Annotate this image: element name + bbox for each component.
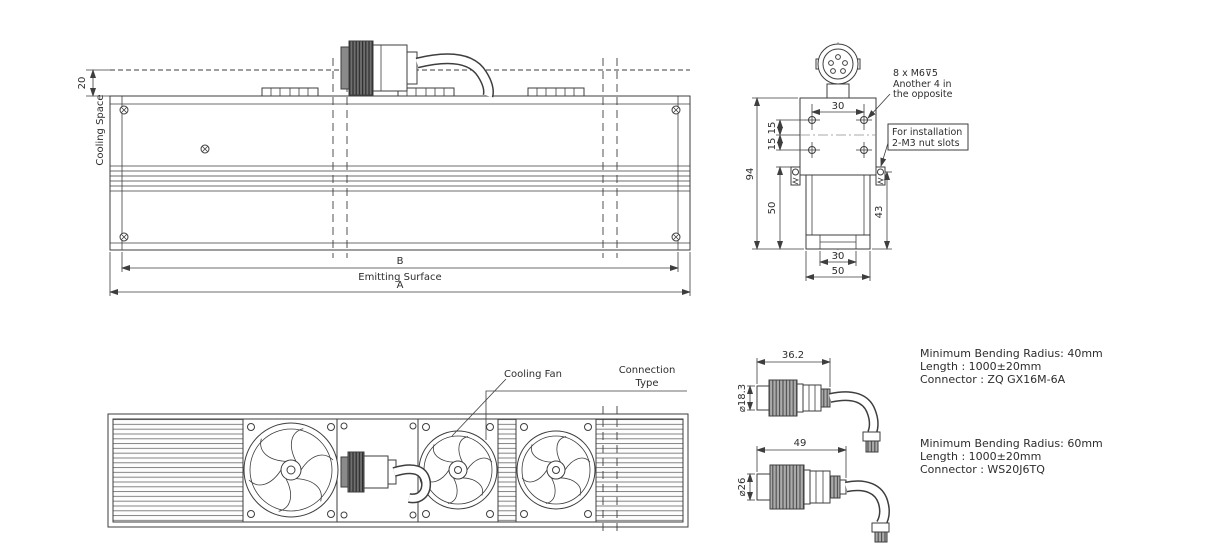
dim-30-bottom: 30 bbox=[819, 251, 857, 266]
dim-50-left: 50 bbox=[767, 166, 791, 250]
label-cooling-fan: Cooling Fan bbox=[451, 369, 562, 437]
cooling-fan-2 bbox=[418, 423, 498, 518]
screw bbox=[200, 144, 210, 154]
dim-49-text: 49 bbox=[794, 438, 807, 449]
spec1-line3: Connector : ZQ GX16M-6A bbox=[920, 373, 1066, 386]
connector-detail-1: 36.2 ⌀18.3 Minimum Bending Radius: 40mm … bbox=[737, 347, 1103, 453]
dim-20-text: 20 bbox=[77, 77, 88, 90]
dim-a-text: A bbox=[397, 280, 404, 291]
break-lines bbox=[332, 58, 618, 258]
spec1-line1: Minimum Bending Radius: 40mm bbox=[920, 347, 1103, 360]
base-rail bbox=[805, 234, 871, 250]
connector-body bbox=[756, 379, 831, 417]
bottom-view: Cooling Fan Connection Type bbox=[107, 365, 689, 535]
connector-body bbox=[756, 464, 847, 510]
m6-hole bbox=[856, 142, 872, 158]
m6-hole bbox=[804, 104, 820, 130]
screw bbox=[671, 232, 681, 242]
cooling-fan-3 bbox=[516, 423, 596, 518]
screw bbox=[671, 105, 681, 115]
dim-49: 49 bbox=[756, 438, 847, 478]
m6-hole bbox=[804, 142, 820, 158]
dim-diameter-26: ⌀26 bbox=[737, 473, 755, 501]
dim-43: 43 bbox=[872, 171, 892, 250]
dim-43-text: 43 bbox=[874, 206, 885, 219]
spec2-line2: Length : 1000±20mm bbox=[920, 450, 1041, 463]
bottom-cable-connector bbox=[340, 422, 432, 519]
dim-50-bottom: 50 bbox=[805, 251, 871, 281]
dim-30-bottom-text: 30 bbox=[832, 251, 845, 262]
cooling-fan-label: Cooling Fan bbox=[504, 369, 562, 380]
top-cable-connector bbox=[340, 40, 494, 98]
end-view: 30 94 bbox=[745, 42, 969, 281]
connector-detail-2: 49 ⌀26 Minimum Bending Radius: 60mm Leng… bbox=[737, 437, 1103, 543]
dim-36-2-text: 36.2 bbox=[782, 350, 804, 361]
top-terminal-block bbox=[261, 87, 319, 97]
spec1-line2: Length : 1000±20mm bbox=[920, 360, 1041, 373]
dim-b-text: B bbox=[397, 256, 404, 267]
screw bbox=[119, 105, 129, 115]
top-connector-front bbox=[815, 43, 861, 99]
dim-50-left-text: 50 bbox=[767, 202, 778, 215]
end-body-lower bbox=[805, 174, 871, 236]
dim-18-3-text: ⌀18.3 bbox=[737, 384, 748, 412]
cooling-space-label: Cooling Space bbox=[95, 94, 106, 165]
cooling-fan-1 bbox=[243, 422, 339, 518]
dim-30-top: 30 bbox=[811, 101, 865, 115]
spec2-line1: Minimum Bending Radius: 60mm bbox=[920, 437, 1103, 450]
connection-type-label-line1: Connection bbox=[619, 365, 676, 376]
spec-text-2: Minimum Bending Radius: 60mm Length : 10… bbox=[920, 437, 1103, 476]
dim-15b-text: 15 bbox=[767, 138, 778, 151]
dim-diameter-18-3: ⌀18.3 bbox=[737, 384, 755, 412]
cable bbox=[844, 480, 890, 543]
dim-94-text: 94 bbox=[745, 168, 756, 181]
dim-a: A bbox=[109, 252, 691, 296]
note-slots-line2: 2-M3 nut slots bbox=[892, 138, 960, 149]
dim-cooling-space: 20 Cooling Space bbox=[77, 69, 110, 166]
dim-50-bottom-text: 50 bbox=[832, 266, 845, 277]
mounting-ear-right bbox=[875, 166, 886, 186]
side-view: 20 Cooling Space B Emitting Surface A bbox=[77, 40, 691, 296]
note-m6-line1: 8 x M6⊽5 bbox=[893, 68, 938, 79]
m6-hole bbox=[856, 104, 872, 130]
top-terminal-block bbox=[527, 87, 585, 97]
break-lines bbox=[602, 406, 618, 535]
label-connection-type: Connection Type bbox=[485, 365, 687, 440]
emitting-surface-label: Emitting Surface bbox=[358, 272, 441, 283]
dim-36-2: 36.2 bbox=[756, 350, 831, 387]
dim-26-text: ⌀26 bbox=[737, 478, 748, 497]
note-slots-line1: For installation bbox=[892, 127, 962, 138]
dim-emitting-surface: B Emitting Surface bbox=[121, 252, 679, 283]
note-m6-line3: the opposite bbox=[893, 89, 953, 100]
dim-15-lower: 15 bbox=[767, 134, 804, 151]
spec-text-1: Minimum Bending Radius: 40mm Length : 10… bbox=[920, 347, 1103, 386]
side-body bbox=[109, 95, 691, 251]
mounting-ear-left bbox=[790, 166, 801, 186]
screw bbox=[119, 232, 129, 242]
cable bbox=[828, 391, 881, 453]
note-m6-line2: Another 4 in bbox=[893, 79, 952, 90]
spec2-line3: Connector : WS20J6TQ bbox=[920, 463, 1045, 476]
note-tapped-holes: 8 x M6⊽5 Another 4 in the opposite bbox=[867, 68, 953, 119]
dim-15a-text: 15 bbox=[767, 122, 778, 135]
note-nut-slots: For installation 2-M3 nut slots bbox=[880, 123, 969, 167]
dim-30-top-text: 30 bbox=[832, 101, 845, 112]
connection-type-label-line2: Type bbox=[635, 378, 659, 389]
